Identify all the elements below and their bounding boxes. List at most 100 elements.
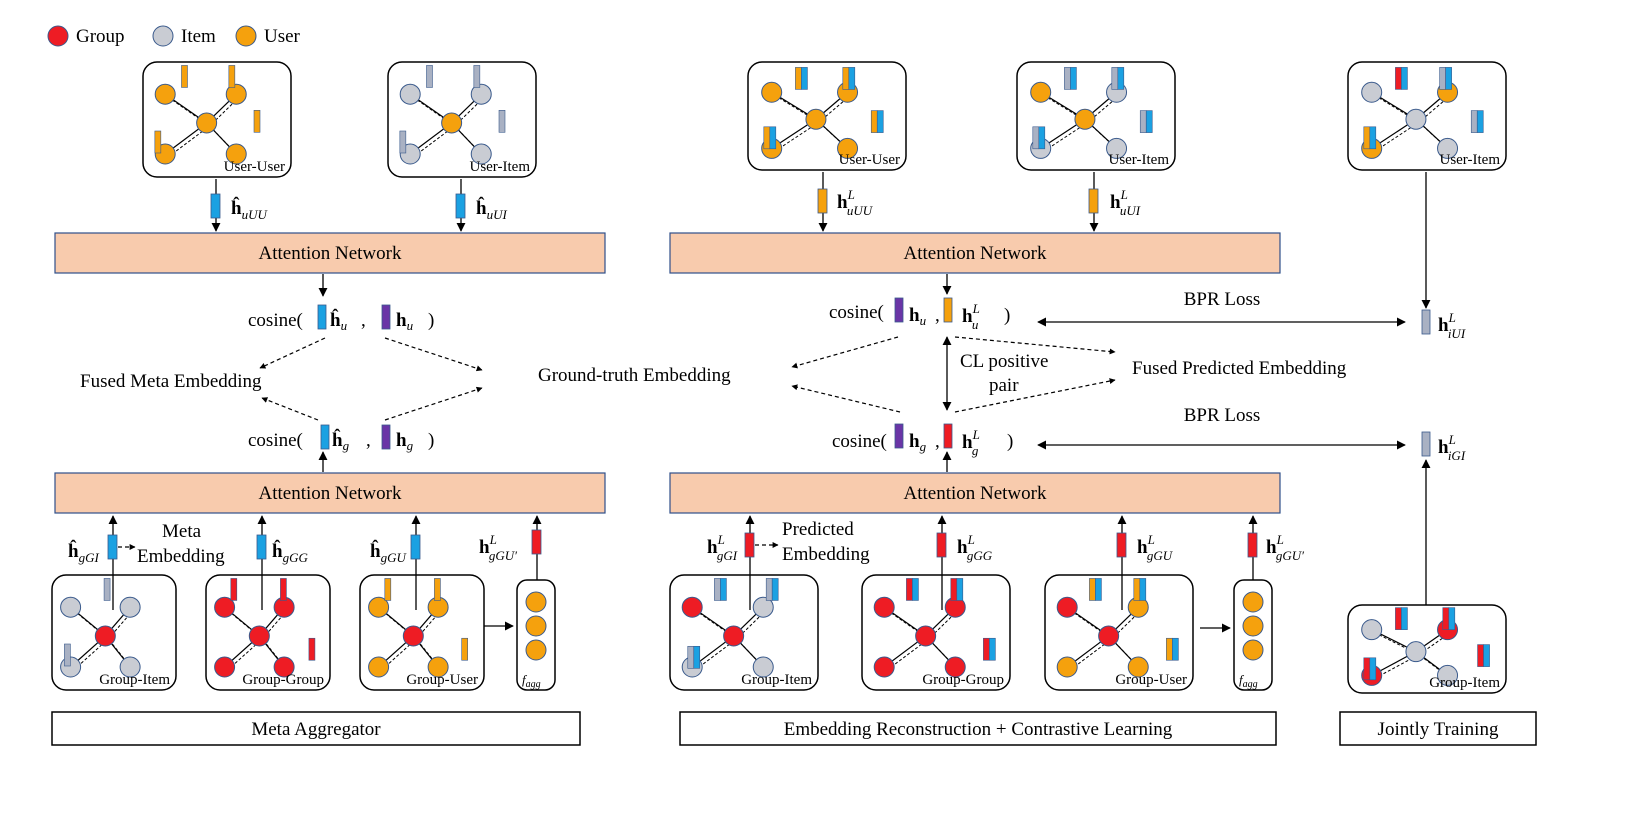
graph-node [225, 143, 247, 165]
svg-text:ĥu: ĥu [330, 308, 348, 333]
graph-node [1437, 137, 1459, 159]
embedding-bar [384, 578, 392, 601]
embedding-bar [154, 130, 162, 154]
embedding-bar [795, 67, 802, 90]
embedding-bar [1133, 578, 1141, 601]
vec-h-uUI-left [455, 193, 466, 219]
embedding-bar [912, 578, 919, 601]
graph-node [273, 656, 295, 678]
graph-panel-label: User-User [224, 159, 285, 175]
embedding-bar [1401, 67, 1408, 90]
label-h-gGG-left: ĥgGG [272, 539, 308, 565]
embedding-bar [1095, 578, 1102, 601]
embedding-bar [230, 578, 238, 601]
graph-node [681, 596, 703, 618]
graph-node [427, 656, 449, 678]
embedding-bar [1166, 637, 1173, 661]
predicted-embedding-line2: Embedding [782, 544, 870, 565]
svg-text:cosine(: cosine( [829, 302, 884, 323]
panel-group-group-left: Group-Group [205, 574, 331, 691]
graph-center-node [805, 108, 827, 130]
legend-item-dot [152, 25, 174, 47]
svg-text:,: , [366, 430, 371, 451]
legend: Group Item User [47, 25, 301, 47]
cosine-g-left: cosine( ĥg , hg ) [248, 424, 434, 453]
graph-node [873, 656, 895, 678]
embedding-bar [228, 65, 236, 88]
embedding-bar [842, 67, 850, 90]
embedding-bar [848, 67, 856, 90]
embedding-bar [1117, 67, 1125, 90]
graph-center-node [1098, 625, 1120, 647]
embedding-bar [1363, 126, 1371, 150]
graph-panel-label: Group-Item [99, 672, 170, 688]
fused-meta-embedding: Fused Meta Embedding [80, 371, 262, 392]
embedding-bar [870, 110, 878, 133]
vec-h-iGI [1421, 431, 1431, 457]
embedding-bar [801, 67, 808, 90]
graph-panel-label: Group-Group [242, 672, 324, 688]
svg-text:): ) [1007, 431, 1013, 452]
embedding-bar [983, 637, 990, 661]
panel-group-item-mid: Group-Item [669, 574, 819, 691]
embedding-bar [693, 645, 701, 669]
graph-panel-label: Group-Item [1429, 675, 1500, 691]
svg-text:hu: hu [909, 305, 927, 328]
label-h-gGU-left: ĥgGU [370, 539, 407, 565]
svg-text:): ) [1004, 305, 1010, 326]
user-node [525, 639, 547, 661]
embedding-bar [1448, 607, 1456, 630]
embedding-bar [1369, 657, 1377, 681]
embedding-bar [1483, 644, 1490, 667]
legend-user-dot [235, 25, 257, 47]
graph-node [837, 137, 859, 159]
embedding-bar [1032, 126, 1040, 150]
embedding-bar [765, 578, 773, 601]
panel-user-user-mid: User-User [747, 61, 907, 171]
graph-node [214, 656, 236, 678]
predicted-embedding-line1: Predicted [782, 519, 854, 540]
embedding-bar [1442, 607, 1450, 630]
graph-node [119, 656, 141, 678]
graph-center-node [196, 112, 218, 134]
embedding-bar [1111, 67, 1119, 90]
graph-node [873, 596, 895, 618]
footer-joint [1339, 711, 1537, 746]
embedding-bar [64, 643, 71, 667]
user-node [525, 591, 547, 613]
embedding-bar [1363, 657, 1371, 681]
graph-center-node [1405, 108, 1427, 130]
footer-meta-aggregator [51, 711, 581, 746]
graph-node [761, 81, 783, 103]
attention-network-mid-top [669, 232, 1281, 274]
svg-text:,: , [361, 310, 366, 331]
panel-group-item-left: Group-Item [51, 574, 177, 691]
legend-group-dot [47, 25, 69, 47]
graph-node [1056, 656, 1078, 678]
embedding-bar [498, 110, 506, 133]
graph-center-node [723, 625, 745, 647]
embedding-bar [1477, 644, 1484, 667]
attention-network-mid-bottom [669, 472, 1281, 514]
svg-text:cosine(: cosine( [248, 310, 303, 331]
bpr-loss-top: BPR Loss [1184, 289, 1261, 310]
embedding-bar [956, 578, 964, 601]
svg-text:,: , [935, 305, 940, 326]
svg-text:hg: hg [909, 431, 927, 454]
svg-text:): ) [428, 430, 434, 451]
graph-panel-label: Group-Item [741, 672, 812, 688]
attention-network-left-top [54, 232, 606, 274]
legend-user-label: User [264, 26, 301, 47]
user-node [1242, 615, 1264, 637]
graph-node [944, 656, 966, 678]
embedding-bar [308, 637, 316, 661]
graph-node [470, 143, 492, 165]
footer-meta-aggregator-label: Meta Aggregator [251, 719, 381, 740]
embedding-bar [687, 645, 695, 669]
